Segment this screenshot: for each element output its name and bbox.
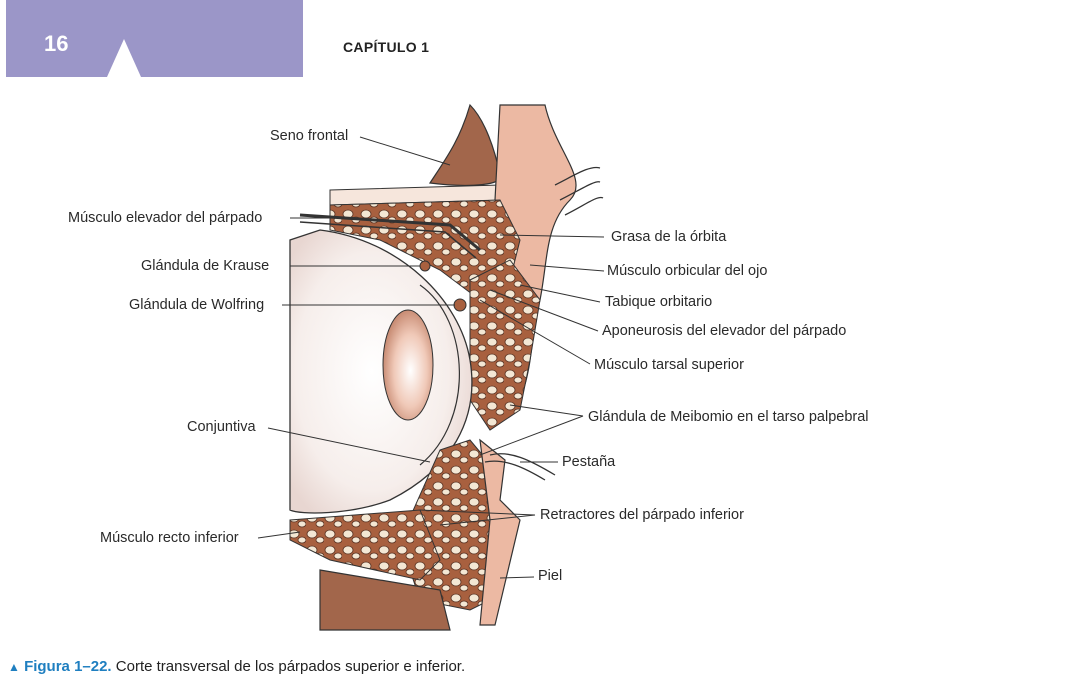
label-piel: Piel <box>538 568 563 584</box>
caption-text: Corte transversal de los párpados superi… <box>115 658 466 675</box>
lower-eyelashes <box>484 453 556 481</box>
upper-eyelashes <box>554 166 604 216</box>
label-musculo-tarsal: Músculo tarsal superior <box>594 357 744 373</box>
orbital-fat-lower <box>289 509 441 581</box>
lens <box>382 309 434 421</box>
label-glandula-krause: Glándula de Krause <box>141 258 270 274</box>
label-pestana: Pestaña <box>562 454 616 470</box>
page-number: 16 <box>44 31 69 56</box>
caption-marker-icon: ▲ <box>8 660 20 674</box>
cornea <box>419 284 460 466</box>
label-retractores: Retractores del párpado inferior <box>540 507 744 523</box>
frontal-sinus-shape <box>428 103 501 186</box>
leader-lines <box>257 136 605 579</box>
krause-gland <box>419 260 431 272</box>
label-conjuntiva: Conjuntiva <box>187 419 256 435</box>
label-glandula-meibomio: Glándula de Meibomio en el tarso palpebr… <box>588 409 869 425</box>
label-musculo-recto-inferior: Músculo recto inferior <box>100 530 239 546</box>
levator-muscle <box>299 213 481 252</box>
figure-caption: ▲ Figura 1–22. Corte transversal de los … <box>8 658 465 675</box>
lower-skin <box>479 438 521 626</box>
label-grasa-orbita: Grasa de la órbita <box>611 229 727 245</box>
figure-number: Figura 1–22. <box>24 658 112 675</box>
label-seno-frontal: Seno frontal <box>270 128 349 144</box>
label-musculo-orbicular: Músculo orbicular del ojo <box>607 263 768 279</box>
upper-eyelid <box>469 259 541 431</box>
page-header-tab: 16 <box>6 0 303 77</box>
chapter-title: CAPÍTULO 1 <box>343 39 430 55</box>
label-musculo-elevador: Músculo elevador del párpado <box>68 210 263 226</box>
label-aponeurosis: Aponeurosis del elevador del párpado <box>602 323 847 339</box>
wolfring-gland <box>453 298 467 312</box>
label-glandula-wolfring: Glándula de Wolfring <box>129 297 265 313</box>
tab-notch <box>107 39 141 77</box>
label-tabique-orbitario: Tabique orbitario <box>605 294 713 310</box>
maxillary-bone <box>319 569 451 631</box>
